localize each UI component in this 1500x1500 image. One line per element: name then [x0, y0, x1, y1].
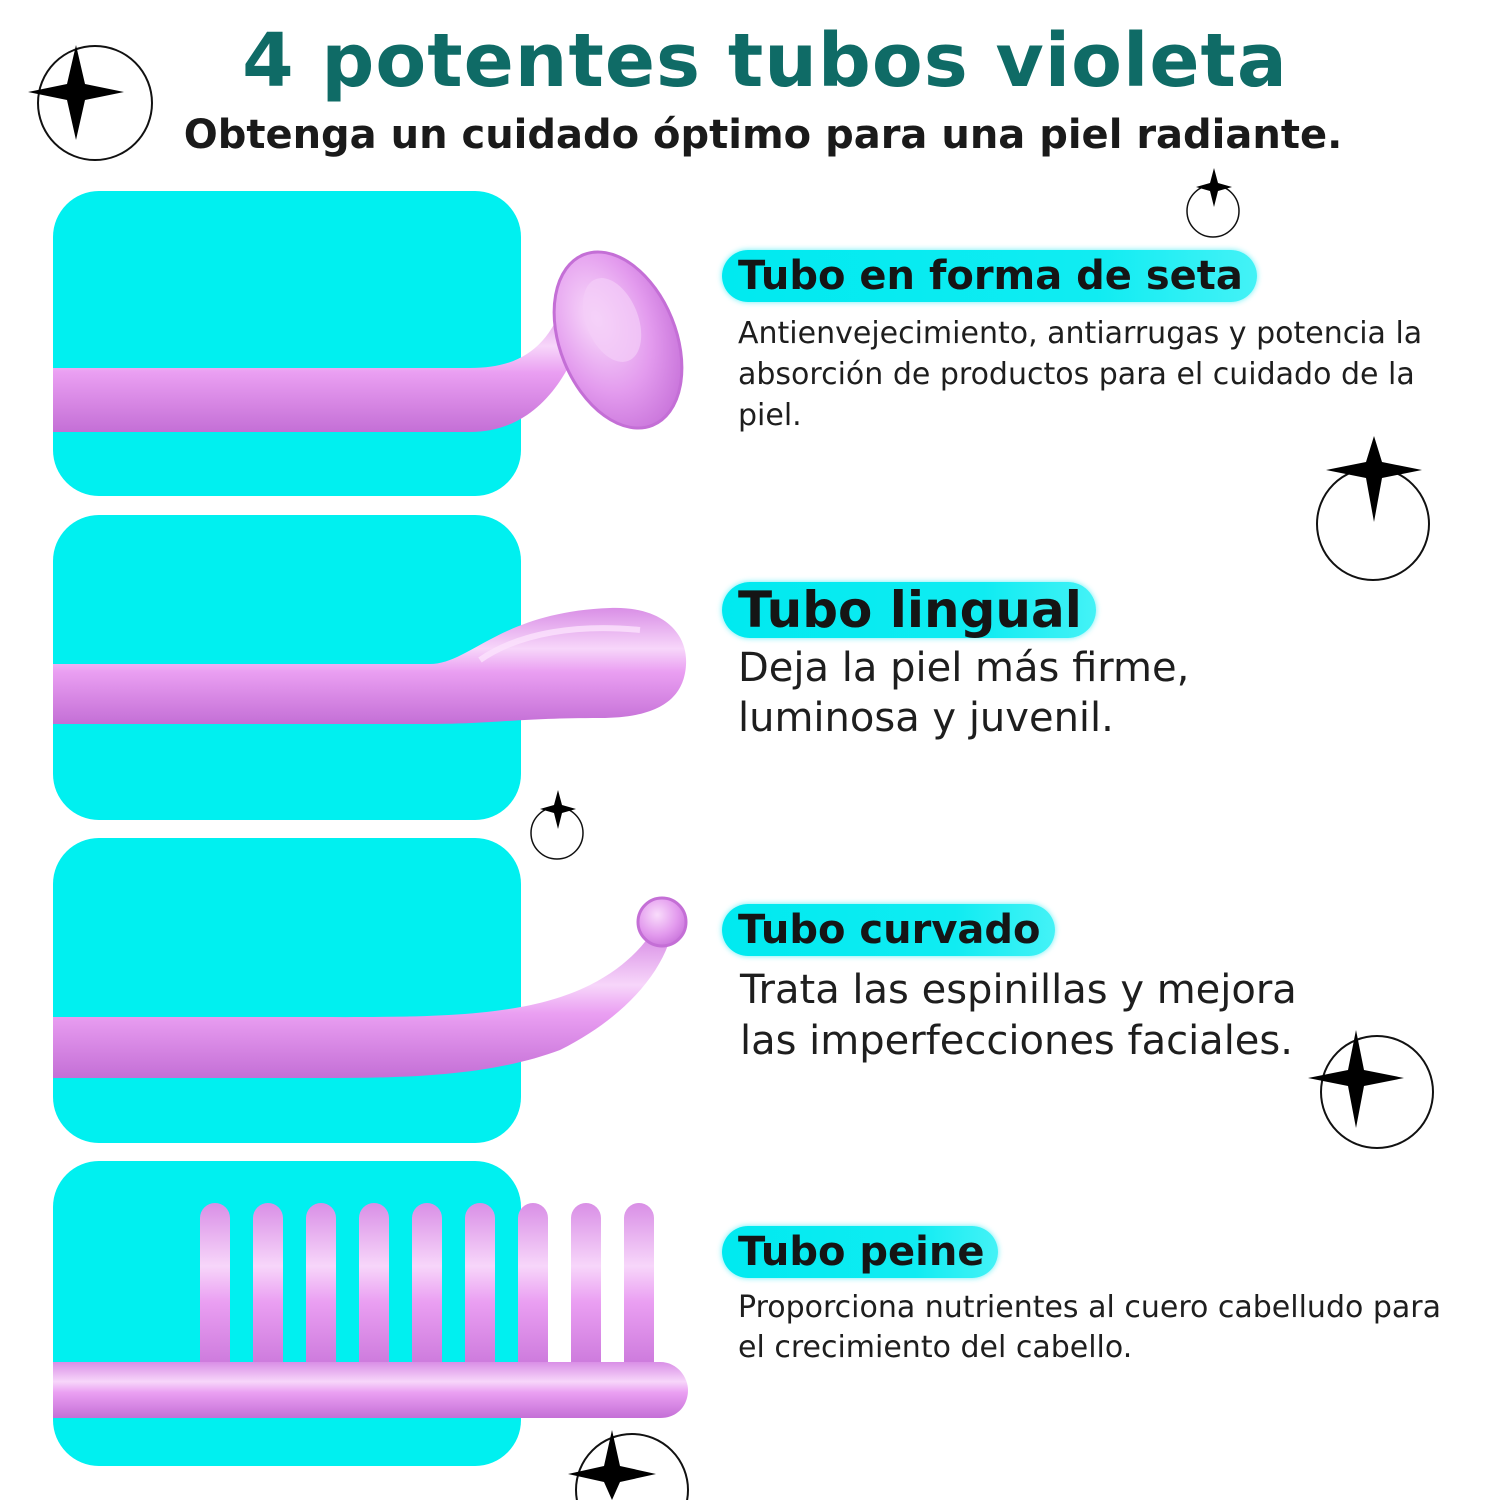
- panel-mushroom: [53, 191, 521, 496]
- heading-comb-tube: Tubo peine: [722, 1226, 999, 1278]
- sparkle-icon: [28, 45, 153, 161]
- page-title: 4 potentes tubos violeta: [242, 18, 1288, 104]
- panel-curved: [53, 838, 521, 1143]
- description-line: Trata las espinillas y mejora: [740, 967, 1297, 1013]
- description-line: luminosa y juvenil.: [738, 695, 1114, 741]
- description-line: el crecimiento del cabello.: [738, 1330, 1133, 1365]
- heading-curved-tube: Tubo curvado: [722, 904, 1055, 956]
- description-mushroom-tube: Antienvejecimiento, antiarrugas y potenc…: [738, 313, 1422, 436]
- mushroom-tube-icon: [53, 250, 684, 432]
- sparkle-icon: [1186, 168, 1240, 238]
- description-line: Proporciona nutrientes al cuero cabellud…: [738, 1290, 1442, 1325]
- page-subtitle: Obtenga un cuidado óptimo para una piel …: [183, 112, 1343, 158]
- sparkle-icon: [530, 790, 584, 860]
- heading-mushroom-tube: Tubo en forma de seta: [722, 250, 1257, 302]
- sparkle-icon: [568, 1430, 689, 1500]
- description-line: Antienvejecimiento, antiarrugas y potenc…: [738, 316, 1423, 351]
- curved-tube-icon: [53, 896, 688, 1079]
- comb-tube-icon: [53, 1203, 688, 1418]
- description-line: piel.: [738, 398, 802, 433]
- description-line: absorción de productos para el cuidado d…: [738, 357, 1415, 392]
- sparkle-icon: [1308, 1030, 1434, 1149]
- heading-lingual-tube: Tubo lingual: [722, 582, 1096, 638]
- description-curved-tube: Trata las espinillas y mejora las imperf…: [740, 965, 1297, 1067]
- lingual-tube-icon: [53, 607, 687, 724]
- description-line: Deja la piel más firme,: [738, 645, 1190, 691]
- description-lingual-tube: Deja la piel más firme, luminosa y juven…: [738, 643, 1189, 743]
- description-comb-tube: Proporciona nutrientes al cuero cabellud…: [738, 1288, 1441, 1368]
- sparkle-icon: [1316, 436, 1430, 581]
- description-line: las imperfecciones faciales.: [740, 1018, 1293, 1064]
